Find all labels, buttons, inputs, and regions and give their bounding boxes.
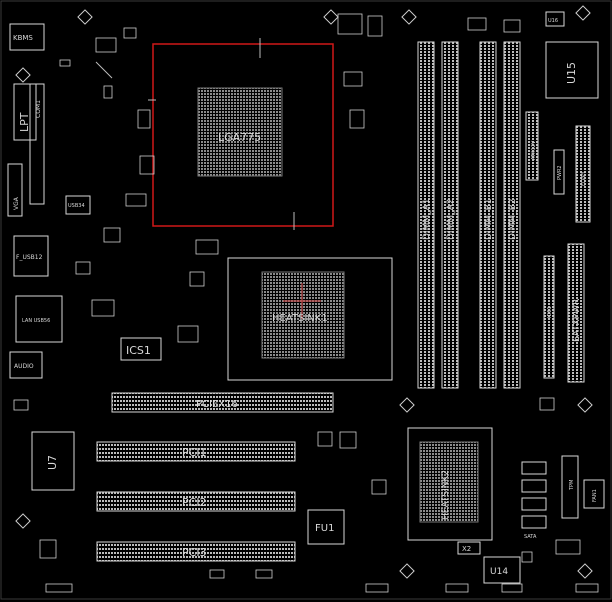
dimm-a2-slot: DIMM_A2 bbox=[441, 41, 459, 389]
ics1-label: ICS1 bbox=[126, 344, 151, 357]
vga-label: VGA bbox=[13, 196, 20, 210]
tpm-label: TPM bbox=[569, 480, 575, 491]
dimm-b2-label: DIMM_B2 bbox=[508, 198, 518, 240]
f-usb12-label: F_USB12 bbox=[16, 254, 43, 261]
pci3-slot: PCI3 bbox=[96, 541, 296, 562]
u16-chip: U16 bbox=[545, 11, 565, 27]
audio-label: AUDIO bbox=[14, 363, 34, 370]
heatsink1: HEATSINK1 bbox=[227, 257, 393, 381]
dimm-a1-label: DIMM_A1 bbox=[422, 199, 432, 241]
pciex16-slot: PCIEX16 bbox=[111, 392, 334, 413]
dimm-a2-label: DIMM_A2 bbox=[446, 199, 456, 241]
u15-label: U15 bbox=[565, 62, 578, 84]
pci2-label: PCI2 bbox=[182, 496, 207, 509]
flppy-label: FLPPY bbox=[581, 170, 587, 186]
ide1-connector: IDE1 bbox=[543, 255, 555, 379]
u15-chip: U15 bbox=[545, 41, 599, 99]
eatxpwr-label: EATXPWR bbox=[572, 299, 582, 342]
flppy-connector: FLPPY bbox=[575, 125, 591, 223]
dimm-b1-label: DIMM_B1 bbox=[484, 198, 494, 240]
sata-connectors: SATA bbox=[521, 461, 547, 540]
com1-label: COM1 bbox=[35, 100, 42, 118]
mounting-holes bbox=[15, 5, 593, 579]
cpu-socket-label: LGA775 bbox=[218, 131, 261, 144]
ics1-chip: ICS1 bbox=[120, 337, 162, 361]
fu1-component: FU1 bbox=[307, 509, 345, 545]
kbms-label: KBMS bbox=[13, 34, 33, 42]
pwr2-connector: PWR2 bbox=[553, 149, 565, 195]
fan1-label: FAN1 bbox=[592, 489, 598, 502]
cpu-socket: LGA775 bbox=[152, 43, 334, 227]
pwr2-label: PWR2 bbox=[557, 165, 563, 180]
lpt-connector: LPT COM1 bbox=[13, 83, 45, 205]
u14-label: U14 bbox=[490, 567, 508, 577]
pci3-label: PCI3 bbox=[182, 546, 207, 559]
heatsink2: HEATSINK2 bbox=[407, 427, 493, 541]
u7-chip: U7 bbox=[31, 431, 75, 491]
tpm-header: TPM bbox=[561, 455, 579, 519]
small-components bbox=[13, 13, 599, 593]
pci1-slot: PCI1 bbox=[96, 441, 296, 462]
u7-label: U7 bbox=[46, 455, 59, 470]
eatxpwr-connector: EATXPWR bbox=[567, 243, 585, 383]
u14-chip: U14 bbox=[483, 556, 521, 584]
dimm-a1-slot: DIMM_A1 bbox=[417, 41, 435, 389]
atx12v-connector: ATX12V bbox=[525, 111, 539, 181]
x2-crystal: X2 bbox=[457, 541, 481, 555]
fan1-header: FAN1 bbox=[583, 479, 605, 509]
audio-connector: AUDIO bbox=[9, 351, 43, 379]
kbms-connector: KBMS bbox=[9, 23, 45, 51]
lan-usb-label: LAN USB56 bbox=[22, 318, 50, 324]
pci1-label: PCI1 bbox=[182, 446, 207, 459]
lan-usb-connector: LAN USB56 bbox=[15, 295, 63, 343]
usb34-label: USB34 bbox=[68, 203, 85, 209]
vga-connector: VGA bbox=[7, 163, 23, 217]
pci2-slot: PCI2 bbox=[96, 491, 296, 512]
atx12v-label: ATX12V bbox=[531, 140, 537, 160]
f-usb12-header: F_USB12 bbox=[13, 235, 49, 277]
fu1-label: FU1 bbox=[315, 523, 334, 534]
heatsink1-label: HEATSINK1 bbox=[272, 313, 328, 324]
sata-label: SATA bbox=[524, 534, 537, 540]
heatsink2-label: HEATSINK2 bbox=[441, 470, 451, 520]
u16-label: U16 bbox=[548, 18, 558, 24]
traces bbox=[95, 38, 295, 230]
ide1-label: IDE1 bbox=[547, 306, 553, 318]
pciex16-label: PCIEX16 bbox=[196, 399, 238, 410]
usb34-connector: USB34 bbox=[65, 195, 91, 215]
dimm-b1-slot: DIMM_B1 bbox=[479, 41, 497, 389]
lpt-label: LPT bbox=[18, 112, 31, 132]
x2-label: X2 bbox=[462, 545, 471, 553]
dimm-b2-slot: DIMM_B2 bbox=[503, 41, 521, 389]
